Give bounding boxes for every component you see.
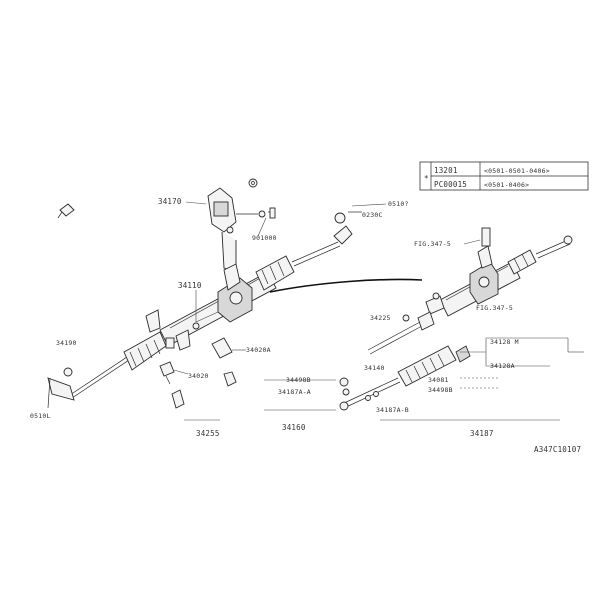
- rack-housing-left: [69, 241, 341, 399]
- label-34170: 34170: [158, 197, 182, 206]
- label-fig-a: FIG.347-5: [414, 240, 451, 248]
- label-34255: 34255: [196, 429, 220, 438]
- legend-box: * 13201 <0501-0501-0406> PC00015 <0501-0…: [419, 161, 589, 191]
- washer-top: [248, 178, 258, 188]
- inner-tie-rod-assembly: [339, 311, 471, 411]
- pinion-valve-assembly: [207, 187, 276, 273]
- label-34020a: 34020A: [246, 346, 271, 354]
- label-34160: 34160: [282, 423, 306, 432]
- label-34190: 34190: [56, 339, 77, 347]
- legend-row1-range: <0501-0501-0406>: [484, 167, 550, 175]
- legend-row2-range: <0501-0406>: [484, 181, 529, 189]
- label-34498b: 34498B: [286, 376, 311, 384]
- label-34020: 34020: [188, 372, 209, 380]
- label-901000: 901000: [252, 234, 277, 242]
- label-34110: 34110: [178, 281, 202, 290]
- rack-housing-right: [425, 227, 573, 317]
- connector-line: [269, 278, 423, 293]
- label-34128l: 34128 M: [490, 338, 519, 346]
- label-34081: 34081: [428, 376, 449, 384]
- mount-bolts-lower: [159, 337, 237, 409]
- label-0230c: 0230C: [362, 211, 383, 219]
- legend-row1-code: 13201: [434, 166, 458, 175]
- legend-mark: *: [424, 174, 429, 183]
- bolt-small-top-left: [57, 203, 75, 219]
- label-34187: 34187: [470, 429, 494, 438]
- label-34498: 34498B: [428, 386, 453, 394]
- label-fig-b: FIG.347-5: [476, 304, 513, 312]
- callout-34128: [460, 337, 584, 367]
- tie-rod-end-right-upper: [333, 211, 362, 245]
- figure-code: A347C10107: [534, 445, 581, 454]
- label-34187a-b: 34187A-B: [376, 406, 409, 414]
- label-34225: 34225: [370, 314, 391, 322]
- tie-rod-end-left: [47, 367, 75, 409]
- label-34187a-a: 34187A-A: [278, 388, 311, 396]
- label-0510e: 0510?: [388, 200, 409, 208]
- label-34128a: 34128A: [490, 362, 515, 370]
- legend-row2-code: PC00015: [434, 180, 467, 189]
- label-0510l: 0510L: [30, 412, 51, 420]
- label-34140: 34140: [364, 364, 385, 372]
